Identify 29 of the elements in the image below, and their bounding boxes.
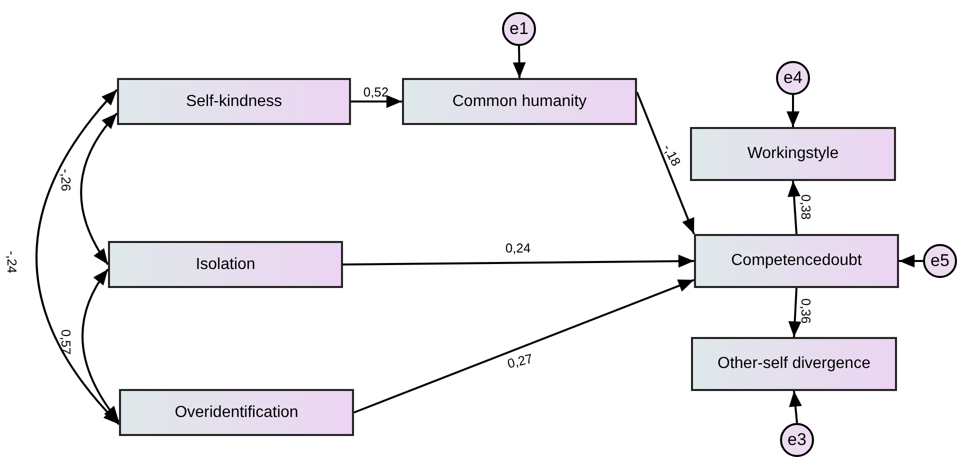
- arrow: [512, 46, 526, 78]
- edge-label: 0,36: [800, 298, 812, 324]
- edge-label: -,24: [6, 250, 18, 274]
- variable-box: Common humanity: [402, 78, 637, 125]
- variable-box: Other-self divergence: [691, 337, 897, 391]
- arrow: [788, 180, 801, 234]
- edge-label: 0,24: [505, 242, 531, 254]
- variable-box: Overidentification: [119, 389, 354, 436]
- double-headed-curved-arrow: [80, 112, 118, 266]
- variable-box: Isolation: [108, 241, 343, 288]
- edge-label: 0,38: [800, 194, 812, 220]
- edge-label: 0,52: [363, 86, 389, 98]
- edge-label: -,18: [661, 142, 683, 168]
- arrow: [636, 92, 695, 234]
- arrow: [343, 254, 694, 268]
- arrow: [354, 278, 694, 414]
- arrow: [899, 254, 923, 268]
- variable-box: Self-kindness: [117, 78, 351, 125]
- edge-label: -,26: [60, 168, 72, 192]
- arrow: [788, 390, 802, 424]
- double-headed-curved-arrow: [36, 89, 120, 425]
- edge-label: 0,27: [506, 352, 534, 370]
- arrow: [786, 95, 800, 127]
- arrow: [351, 95, 402, 108]
- double-headed-curved-arrow: [82, 268, 120, 422]
- arrow: [788, 288, 802, 338]
- variable-box: Competencedoubt: [694, 234, 899, 288]
- edge-label: 0,57: [60, 329, 72, 355]
- variable-box: Workingstyle: [690, 127, 896, 181]
